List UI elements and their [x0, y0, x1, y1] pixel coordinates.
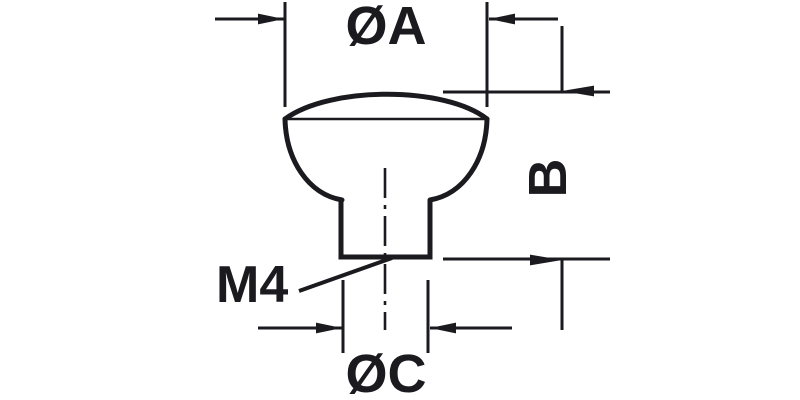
dimension-diameter-a: ØA — [215, 0, 558, 107]
dimension-height-b: B — [443, 26, 610, 330]
thread-callout-label: M4 — [216, 256, 288, 314]
diameter-a-label: ØA — [346, 0, 427, 56]
diameter-c-label: ØC — [346, 344, 427, 400]
knob-left-flank — [282, 116, 345, 203]
knob-dome-top-arc — [282, 91, 490, 122]
knob-right-flank — [427, 116, 490, 203]
thread-callout-leader-line — [298, 256, 393, 293]
knob-body-outline — [282, 91, 490, 203]
dimension-diameter-c: ØC — [258, 280, 512, 400]
thread-callout-m4: M4 — [216, 256, 393, 314]
height-b-label: B — [518, 159, 578, 198]
